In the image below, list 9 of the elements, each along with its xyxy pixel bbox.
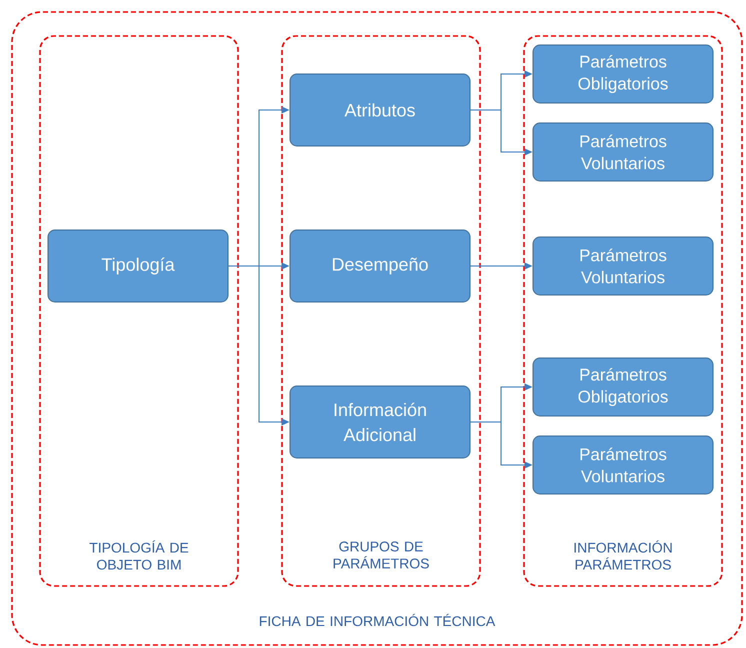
process-box: Parámetros Voluntarios: [532, 236, 714, 296]
process-box: Parámetros Voluntarios: [532, 436, 714, 494]
process-box: Parámetros Obligatorios: [532, 358, 714, 416]
process-box: Parámetros Obligatorios: [532, 44, 714, 104]
process-box: Tipología: [48, 230, 228, 302]
process-box: Atributos: [290, 74, 470, 146]
process-box: Desempeño: [290, 230, 470, 302]
process-box: Información Adicional: [290, 386, 470, 458]
process-box: Parámetros Voluntarios: [532, 122, 714, 182]
